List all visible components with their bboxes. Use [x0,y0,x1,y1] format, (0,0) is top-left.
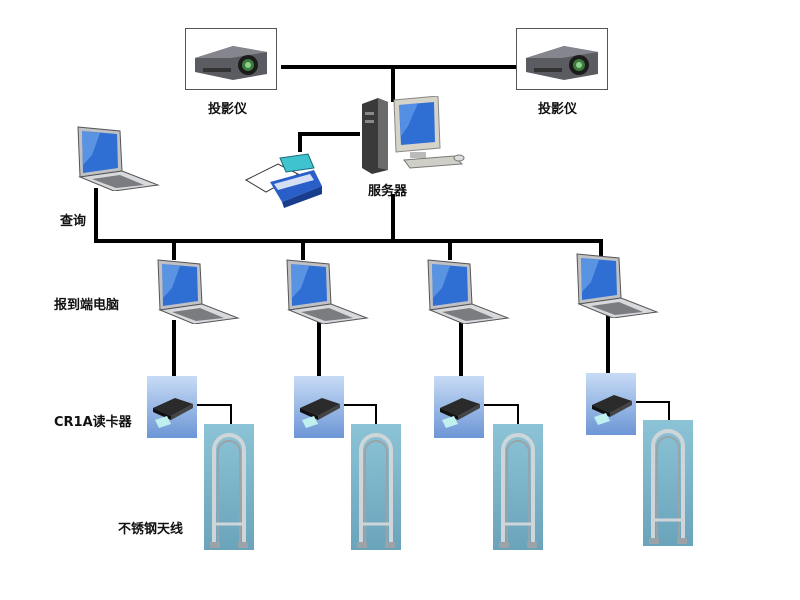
projector-right [516,28,608,94]
card-reader-1 [147,376,197,442]
card-reader-icon [294,376,344,438]
antenna-gate-icon [493,424,543,550]
antenna-1 [204,424,254,554]
server [358,95,470,180]
antenna-2 [351,424,401,554]
laptop-icon [157,259,240,325]
card-reader-icon [434,376,484,438]
reader-label: CR1A读卡器 [54,415,132,430]
antenna-gate-icon [643,420,693,546]
card-reader-3 [434,376,484,442]
projector-right-label: 投影仪 [538,102,578,117]
checkin-laptop-4 [573,252,659,322]
card-reader-icon [147,376,197,438]
laptop-icon [427,259,510,325]
laptop-icon [576,253,659,319]
antenna-gate-icon [351,424,401,550]
printer-icon [244,153,322,208]
server-label: 服务器 [368,184,408,199]
antenna-label: 不锈钢天线 [118,522,184,537]
projector-icon [516,28,608,90]
projector-icon [185,28,277,90]
projector-left-label: 投影仪 [208,102,248,117]
query-laptop [74,125,160,195]
card-reader-icon [586,373,636,435]
checkin-laptop-1 [154,258,240,328]
antenna-4 [643,420,693,550]
card-reader-4 [586,373,636,439]
antenna-3 [493,424,543,554]
checkin-laptop-3 [424,258,510,328]
antenna-gate-icon [204,424,254,550]
laptop-icon [286,259,369,325]
laptop-icon [77,126,160,192]
printer [244,152,324,212]
checkin-pc-label: 报到端电脑 [54,298,120,313]
projector-left [185,28,277,94]
card-reader-2 [294,376,344,442]
desktop-computer-icon [362,95,465,174]
checkin-laptop-2 [283,258,369,328]
query-label: 查询 [60,214,87,229]
